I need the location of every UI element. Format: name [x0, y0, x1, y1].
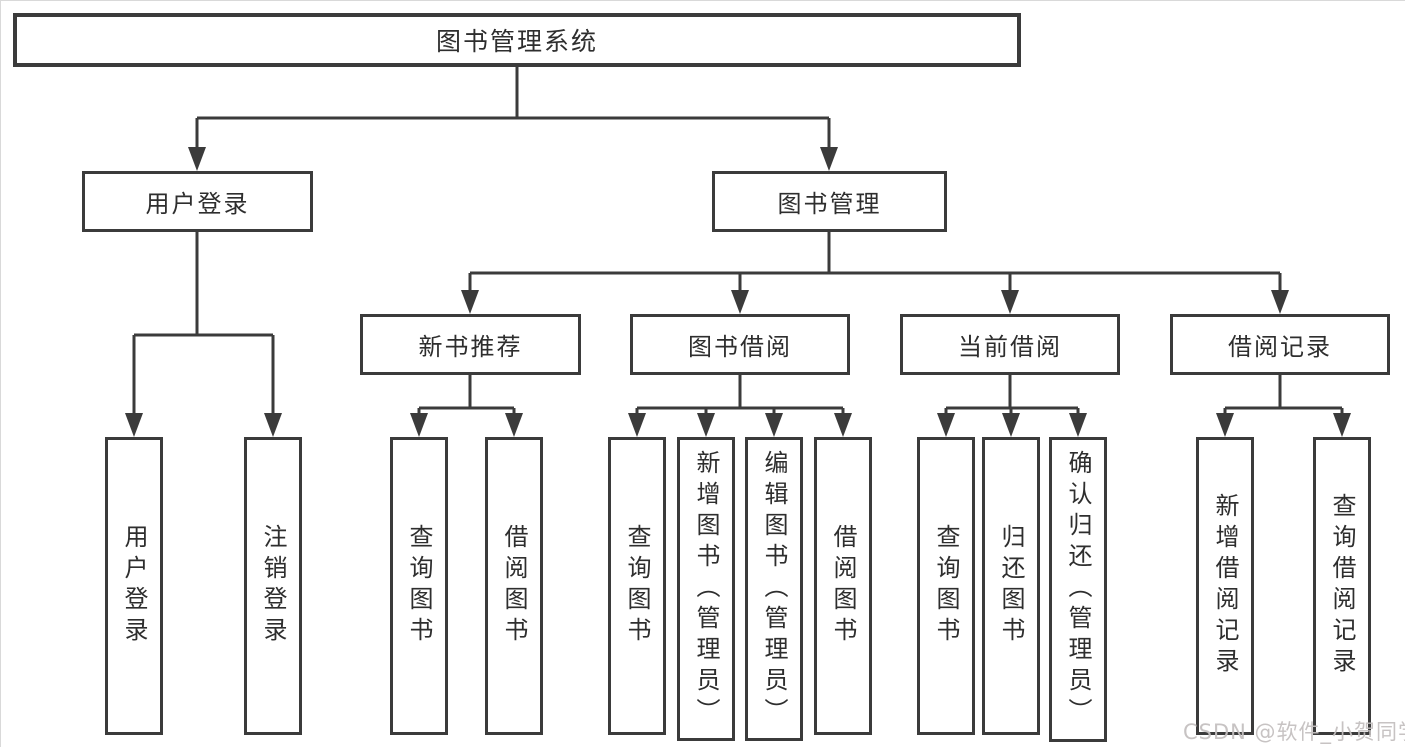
- node-current-borrow: 当前借阅: [900, 314, 1120, 375]
- leaf-borrow-books-recommend-label: 借阅图书: [500, 524, 528, 648]
- node-user-login-label: 用户登录: [145, 190, 250, 218]
- leaf-query-books-current-label: 查询图书: [932, 524, 960, 648]
- leaf-borrow-books-recommend: 借阅图书: [485, 437, 543, 735]
- node-library-system: 图书管理系统: [13, 13, 1021, 67]
- left-edge-line: [0, 0, 1, 747]
- leaf-query-books-recommend: 查询图书: [390, 437, 448, 735]
- connector-root-to-level2: [195, 67, 831, 150]
- leaf-user-login: 用户登录: [105, 437, 163, 735]
- connector-current-borrow-to-leaves: [944, 375, 1080, 417]
- leaf-add-book-admin-label: 新增图书（管理员）: [692, 449, 720, 729]
- leaf-logout-label: 注销登录: [259, 524, 287, 648]
- connector-borrow-records-to-leaves: [1223, 375, 1344, 417]
- node-book-mgmt: 图书管理: [712, 171, 947, 232]
- node-library-system-label: 图书管理系统: [435, 27, 598, 56]
- leaf-logout: 注销登录: [244, 437, 302, 735]
- arrowheads: [125, 147, 1351, 437]
- node-borrow-records-label: 借阅记录: [1228, 333, 1332, 361]
- node-borrow-records: 借阅记录: [1170, 314, 1390, 375]
- leaf-query-borrow-record: 查询借阅记录: [1313, 437, 1371, 735]
- leaf-add-borrow-record: 新增借阅记录: [1196, 437, 1254, 735]
- leaf-query-books-recommend-label: 查询图书: [405, 524, 433, 648]
- node-current-borrow-label: 当前借阅: [958, 333, 1062, 361]
- connector-book-mgmt-to-level3: [468, 232, 1282, 295]
- connector-user-login-to-leaves: [132, 232, 275, 417]
- leaf-confirm-return-admin: 确认归还（管理员）: [1049, 437, 1107, 742]
- leaf-query-books-borrow-label: 查询图书: [623, 524, 651, 648]
- leaf-edit-book-admin: 编辑图书（管理员）: [745, 437, 803, 741]
- leaf-add-borrow-record-label: 新增借阅记录: [1211, 493, 1239, 679]
- leaf-query-borrow-record-label: 查询借阅记录: [1328, 493, 1356, 679]
- leaf-user-login-label: 用户登录: [120, 524, 148, 648]
- leaf-add-book-admin: 新增图书（管理员）: [677, 437, 735, 741]
- leaf-query-books-current: 查询图书: [917, 437, 975, 735]
- leaf-confirm-return-admin-label: 确认归还（管理员）: [1064, 450, 1092, 729]
- leaf-borrow-books: 借阅图书: [814, 437, 872, 735]
- connector-book-borrow-to-leaves: [635, 375, 845, 417]
- leaf-borrow-books-label: 借阅图书: [829, 524, 857, 648]
- node-book-borrow: 图书借阅: [630, 314, 850, 375]
- connector-new-books-to-leaves: [417, 375, 516, 417]
- top-edge-line: [0, 0, 1405, 1]
- leaf-return-books: 归还图书: [982, 437, 1040, 735]
- leaf-edit-book-admin-label: 编辑图书（管理员）: [760, 449, 788, 729]
- node-new-books: 新书推荐: [360, 314, 581, 375]
- node-book-mgmt-label: 图书管理: [777, 190, 882, 218]
- node-new-books-label: 新书推荐: [418, 333, 523, 361]
- leaf-query-books-borrow: 查询图书: [608, 437, 666, 735]
- node-book-borrow-label: 图书借阅: [688, 333, 792, 361]
- node-user-login: 用户登录: [82, 171, 313, 232]
- leaf-return-books-label: 归还图书: [997, 524, 1025, 648]
- csdn-watermark: CSDN @软件_小贺同学: [1183, 720, 1405, 744]
